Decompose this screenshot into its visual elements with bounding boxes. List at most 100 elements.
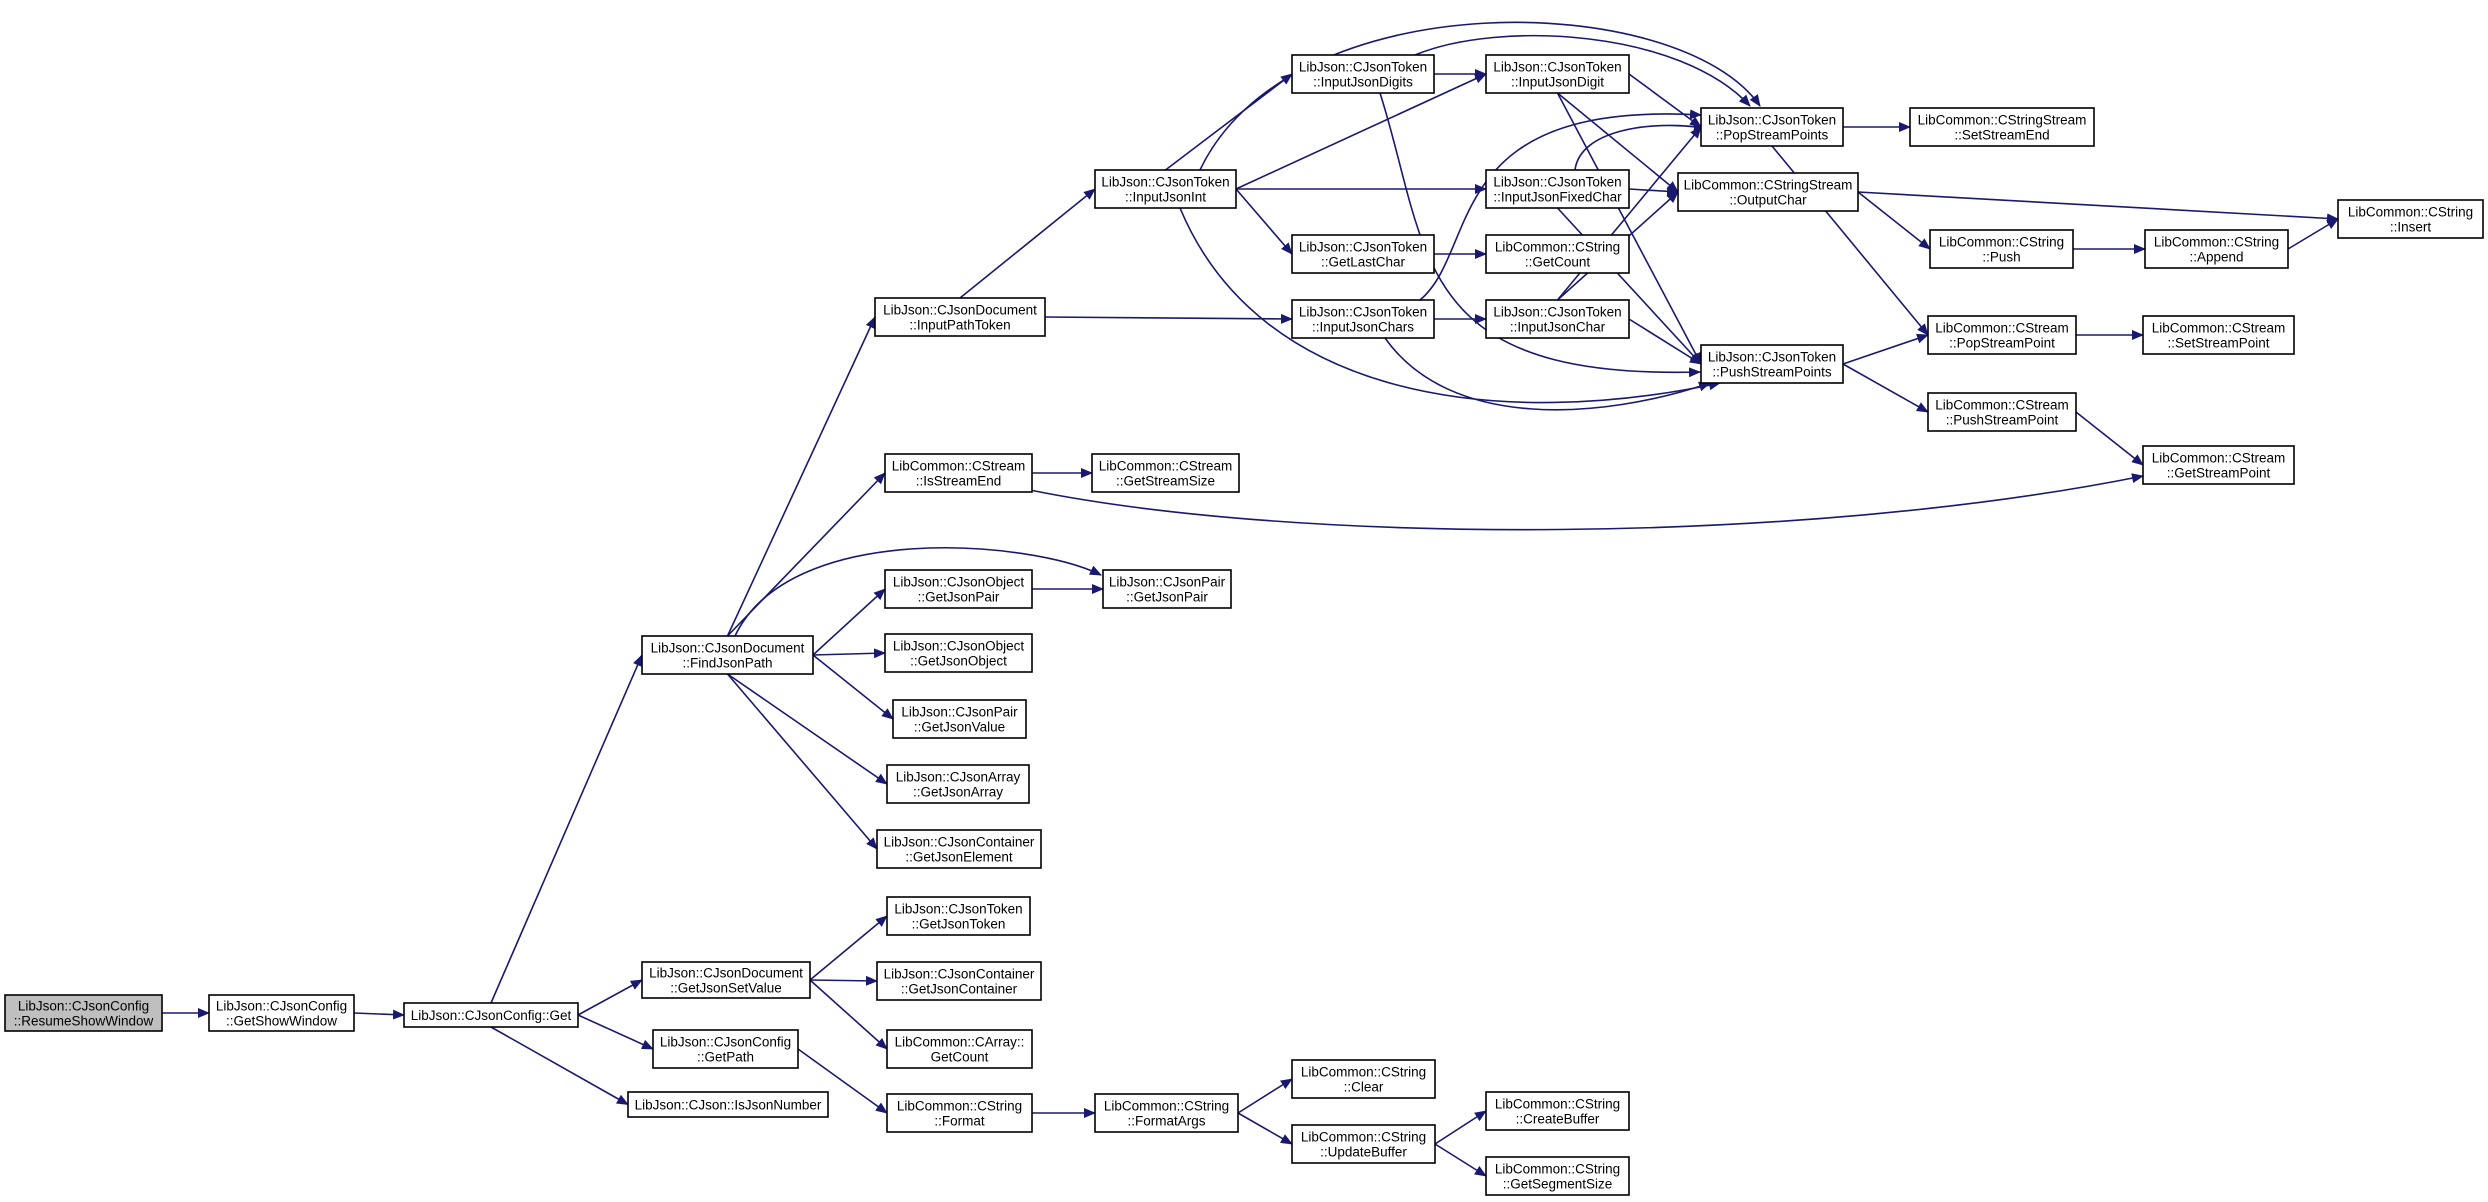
node-box[interactable] (1927, 392, 2077, 432)
graph-node[interactable]: LibCommon::CString::Append (2144, 229, 2289, 269)
graph-node[interactable]: LibJson::CJsonDocument::InputPathToken (874, 297, 1046, 337)
graph-node[interactable]: LibJson::CJsonToken::GetLastChar (1291, 234, 1435, 274)
node-box[interactable] (2142, 445, 2295, 485)
node-box[interactable] (208, 994, 355, 1032)
graph-node[interactable]: LibJson::CJsonToken::InputJsonChar (1485, 299, 1630, 339)
graph-node[interactable]: LibJson::CJson::IsJsonNumber (627, 1091, 829, 1118)
node-box[interactable] (403, 1002, 579, 1028)
node-label: LibCommon::CStream (1099, 459, 1233, 474)
node-label: ::GetPath (697, 1050, 754, 1065)
node-box[interactable] (1927, 315, 2077, 355)
graph-node[interactable]: LibJson::CJsonObject::GetJsonObject (884, 633, 1033, 673)
graph-node[interactable]: LibCommon::CStream::PushStreamPoint (1927, 392, 2077, 432)
graph-node[interactable]: LibJson::CJsonDocument::GetJsonSetValue (641, 961, 811, 999)
node-box[interactable] (2142, 315, 2295, 355)
graph-node[interactable]: LibJson::CJsonPair::GetJsonValue (892, 699, 1027, 739)
graph-node[interactable]: LibCommon::CString::UpdateBuffer (1291, 1124, 1436, 1164)
call-edge (1044, 313, 1293, 324)
node-box[interactable] (1485, 169, 1630, 209)
node-box[interactable] (1700, 344, 1844, 384)
node-box[interactable] (1700, 107, 1844, 147)
node-label: LibJson::CJsonConfig (18, 999, 149, 1014)
graph-node[interactable]: LibJson::CJsonContainer::GetJsonElement (876, 829, 1042, 869)
node-box[interactable] (1291, 54, 1435, 94)
graph-node[interactable]: LibCommon::CString::Insert (2337, 199, 2484, 239)
node-box[interactable] (876, 961, 1042, 1001)
node-label: LibJson::CJsonToken (1493, 60, 1621, 75)
graph-node[interactable]: LibCommon::CStringStream::SetStreamEnd (1909, 107, 2095, 147)
node-box[interactable] (652, 1029, 799, 1069)
graph-node[interactable]: LibJson::CJsonContainer::GetJsonContaine… (876, 961, 1042, 1001)
graph-node[interactable]: LibJson::CJsonToken::GetJsonToken (886, 896, 1031, 936)
graph-node[interactable]: LibCommon::CStream::GetStreamPoint (2142, 445, 2295, 485)
graph-node[interactable]: LibCommon::CStream::PopStreamPoint (1927, 315, 2077, 355)
graph-node[interactable]: LibJson::CJsonToken::InputJsonChars (1291, 299, 1435, 339)
graph-node[interactable]: LibCommon::CStream::IsStreamEnd (884, 453, 1033, 493)
graph-node[interactable]: LibJson::CJsonArray::GetJsonArray (886, 764, 1030, 804)
node-box[interactable] (1485, 299, 1630, 339)
node-box[interactable] (886, 896, 1031, 936)
node-box[interactable] (884, 569, 1033, 609)
node-box[interactable] (886, 1093, 1033, 1133)
graph-node[interactable]: LibCommon::CStringStream::OutputChar (1677, 172, 1859, 212)
node-box[interactable] (1102, 569, 1232, 609)
node-box[interactable] (641, 961, 811, 999)
node-label: LibCommon::CString (1104, 1099, 1229, 1114)
graph-node[interactable]: LibCommon::CStream::SetStreamPoint (2142, 315, 2295, 355)
graph-node[interactable]: LibCommon::CString::GetCount (1485, 234, 1630, 274)
node-box[interactable] (1094, 169, 1237, 209)
graph-node[interactable]: LibJson::CJsonToken::InputJsonInt (1094, 169, 1237, 209)
node-box[interactable] (1909, 107, 2095, 147)
graph-node[interactable]: LibJson::CJsonToken::InputJsonDigits (1291, 54, 1435, 94)
node-box[interactable] (876, 829, 1042, 869)
node-box[interactable] (2144, 229, 2289, 269)
graph-node[interactable]: LibCommon::CString::FormatArgs (1094, 1093, 1239, 1133)
graph-node[interactable]: LibCommon::CArray::GetCount (886, 1029, 1033, 1069)
graph-node[interactable]: LibCommon::CString::Push (1929, 229, 2074, 269)
call-edge (1165, 73, 1293, 171)
graph-node[interactable]: LibCommon::CStream::GetStreamSize (1091, 453, 1240, 493)
graph-node[interactable]: LibJson::CJsonConfig::Get (403, 1002, 579, 1028)
node-box[interactable] (1091, 453, 1240, 493)
node-box[interactable] (1094, 1093, 1239, 1133)
node-box[interactable] (884, 633, 1033, 673)
graph-node[interactable]: LibJson::CJsonToken::PushStreamPoints (1700, 344, 1844, 384)
node-box[interactable] (1485, 1091, 1630, 1131)
node-box[interactable] (2337, 199, 2484, 239)
root-node-box[interactable] (4, 994, 163, 1032)
graph-node[interactable]: LibCommon::CString::GetSegmentSize (1485, 1156, 1630, 1196)
node-box[interactable] (1929, 229, 2074, 269)
node-box[interactable] (892, 699, 1027, 739)
graph-node[interactable]: LibJson::CJsonConfig::ResumeShowWindow (4, 994, 163, 1032)
node-box[interactable] (1291, 1124, 1436, 1164)
graph-node[interactable]: LibJson::CJsonToken::PopStreamPoints (1700, 107, 1844, 147)
node-box[interactable] (1291, 299, 1435, 339)
node-box[interactable] (1485, 54, 1630, 94)
node-box[interactable] (886, 764, 1030, 804)
node-box[interactable] (886, 1029, 1033, 1069)
graph-node[interactable]: LibCommon::CString::Format (886, 1093, 1033, 1133)
node-box[interactable] (1677, 172, 1859, 212)
graph-node[interactable]: LibJson::CJsonObject::GetJsonPair (884, 569, 1033, 609)
graph-node[interactable]: LibJson::CJsonPair::GetJsonPair (1102, 569, 1232, 609)
graph-node[interactable]: LibJson::CJsonConfig::GetShowWindow (208, 994, 355, 1032)
node-box[interactable] (641, 635, 814, 675)
graph-node[interactable]: LibJson::CJsonConfig::GetPath (652, 1029, 799, 1069)
call-edge (1179, 207, 1721, 404)
node-label: ::Push (1982, 250, 2020, 265)
graph-node[interactable]: LibJson::CJsonToken::InputJsonFixedChar (1485, 169, 1630, 209)
node-label: ::ResumeShowWindow (14, 1014, 154, 1029)
node-box[interactable] (1291, 234, 1435, 274)
graph-node[interactable]: LibJson::CJsonToken::InputJsonDigit (1485, 54, 1630, 94)
call-edge (959, 188, 1096, 299)
graph-node[interactable]: LibJson::CJsonDocument::FindJsonPath (641, 635, 814, 675)
node-box[interactable] (1485, 1156, 1630, 1196)
node-box[interactable] (627, 1091, 829, 1118)
node-box[interactable] (874, 297, 1046, 337)
graph-node[interactable]: LibCommon::CString::CreateBuffer (1485, 1091, 1630, 1131)
node-box[interactable] (1485, 234, 1630, 274)
graph-node[interactable]: LibCommon::CString::Clear (1291, 1059, 1436, 1099)
node-box[interactable] (1291, 1059, 1436, 1099)
node-box[interactable] (884, 453, 1033, 493)
node-label: ::Format (934, 1114, 985, 1129)
